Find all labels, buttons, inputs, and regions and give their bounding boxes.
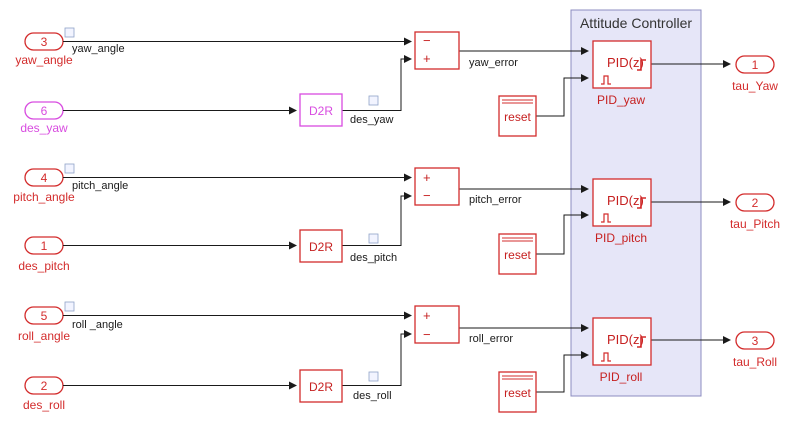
reset-block-yaw[interactable]: reset <box>498 95 537 137</box>
inport-label: pitch_angle <box>13 190 75 204</box>
svg-text:3: 3 <box>752 334 759 348</box>
pid-name: PID_pitch <box>595 231 647 245</box>
svg-text:D2R: D2R <box>309 240 333 254</box>
wire-des-yaw <box>342 55 412 111</box>
signal-label: pitch_error <box>469 194 522 206</box>
svg-text:D2R: D2R <box>309 104 333 118</box>
signal-label: des_yaw <box>350 114 393 126</box>
signal-label: yaw_angle <box>72 43 125 55</box>
sum-block-roll[interactable]: + − <box>414 305 460 344</box>
reset-trigger-icon <box>601 352 611 362</box>
wire-des-roll <box>342 330 412 386</box>
svg-text:−: − <box>423 188 431 203</box>
outport-tau-roll[interactable]: 3 tau_Roll <box>733 331 777 369</box>
svg-text:6: 6 <box>41 104 48 118</box>
svg-text:+: + <box>423 51 431 66</box>
signal-label: des_roll <box>353 390 392 402</box>
svg-text:4: 4 <box>41 171 48 185</box>
svg-text:PID(z): PID(z) <box>607 55 644 70</box>
svg-text:+: + <box>423 308 431 323</box>
inport-label: des_roll <box>23 398 65 412</box>
svg-text:1: 1 <box>41 239 48 253</box>
svg-text:PID(z): PID(z) <box>607 332 644 347</box>
inport-label: yaw_angle <box>15 53 73 67</box>
inport-des-pitch[interactable]: 1 des_pitch <box>18 236 70 273</box>
signal-label: pitch_angle <box>72 180 128 192</box>
svg-text:3: 3 <box>41 35 48 49</box>
step-icon <box>637 197 646 209</box>
signal-label: yaw_error <box>469 57 518 69</box>
inport-des-roll[interactable]: 2 des_roll <box>23 376 65 412</box>
reset-block-roll[interactable]: reset <box>498 371 537 413</box>
outport-label: tau_Pitch <box>730 217 780 231</box>
signal-label: roll_error <box>469 333 513 345</box>
pid-block-roll[interactable]: PID(z) PID_roll <box>592 317 652 384</box>
d2r-block-pitch[interactable]: D2R <box>299 229 343 263</box>
sum-block-yaw[interactable]: − + <box>414 31 460 70</box>
outport-label: tau_Yaw <box>732 79 778 93</box>
sum-block-pitch[interactable]: + − <box>414 167 460 206</box>
wire-des-pitch <box>342 192 412 246</box>
inport-roll-angle[interactable]: 5 roll_angle <box>18 306 70 343</box>
pid-block-pitch[interactable]: PID(z) PID_pitch <box>592 178 652 245</box>
inport-yaw-angle[interactable]: 3 yaw_angle <box>15 32 73 67</box>
wire-reset-yaw <box>536 74 589 117</box>
log-flag-icon <box>64 27 379 382</box>
svg-text:+: + <box>423 170 431 185</box>
outport-tau-pitch[interactable]: 2 tau_Pitch <box>730 193 780 231</box>
reset-trigger-icon <box>601 75 611 85</box>
reset-block-pitch[interactable]: reset <box>498 233 537 275</box>
signal-label: des_pitch <box>350 252 397 264</box>
pid-name: PID_roll <box>600 370 643 384</box>
svg-text:1: 1 <box>752 58 759 72</box>
svg-text:2: 2 <box>41 379 48 393</box>
subsystem-title: Attitude Controller <box>580 15 692 31</box>
svg-text:2: 2 <box>752 196 759 210</box>
svg-text:PID(z): PID(z) <box>607 193 644 208</box>
pid-name: PID_yaw <box>597 93 645 107</box>
outport-label: tau_Roll <box>733 355 777 369</box>
inport-label: roll_angle <box>18 329 70 343</box>
svg-text:−: − <box>423 33 431 48</box>
step-icon <box>637 336 646 348</box>
svg-text:reset: reset <box>504 386 531 400</box>
step-icon <box>637 59 646 71</box>
inport-pitch-angle[interactable]: 4 pitch_angle <box>13 168 75 204</box>
wire-reset-pitch <box>536 211 589 255</box>
reset-trigger-icon <box>601 213 611 223</box>
wire-reset-roll <box>536 351 589 393</box>
svg-text:reset: reset <box>504 110 531 124</box>
d2r-block-yaw[interactable]: D2R <box>299 93 343 127</box>
d2r-block-roll[interactable]: D2R <box>299 369 343 403</box>
inport-label: des_pitch <box>18 259 69 273</box>
svg-text:−: − <box>423 327 431 342</box>
pid-block-yaw[interactable]: PID(z) PID_yaw <box>592 40 652 107</box>
svg-text:D2R: D2R <box>309 380 333 394</box>
inport-des-yaw[interactable]: 6 des_yaw <box>20 101 68 135</box>
inport-label: des_yaw <box>20 121 68 135</box>
svg-text:reset: reset <box>504 248 531 262</box>
outport-tau-yaw[interactable]: 1 tau_Yaw <box>732 55 778 93</box>
svg-text:5: 5 <box>41 309 48 323</box>
signal-label: roll _angle <box>72 319 123 331</box>
